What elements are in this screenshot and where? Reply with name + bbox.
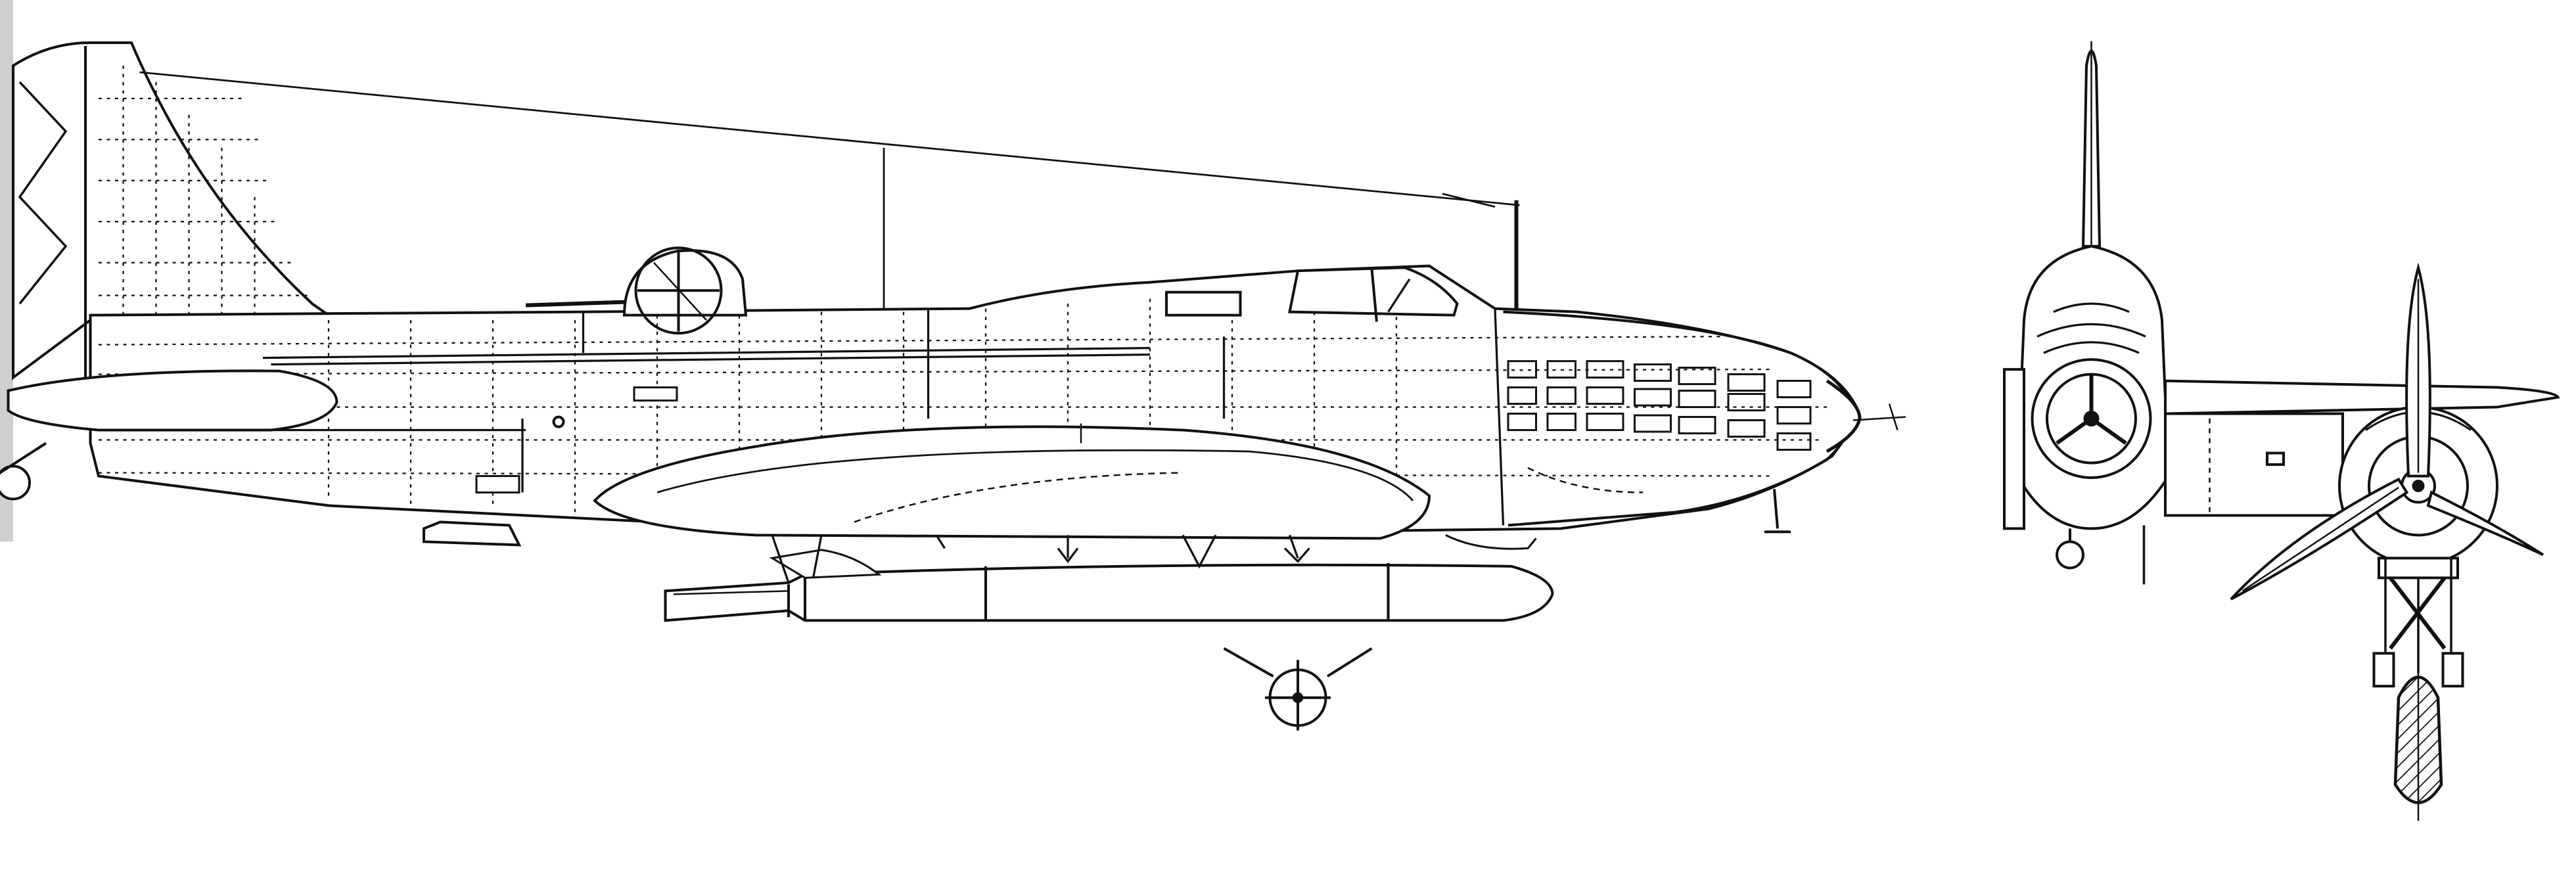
main-landing-gear: [2372, 557, 2464, 821]
antenna-wire: [139, 71, 1520, 312]
weapon-cross-section: [1223, 647, 1373, 731]
rivet: [552, 415, 565, 428]
ventral-step: [423, 520, 522, 547]
bomb-pylons: [771, 534, 1310, 584]
access-panel: [475, 474, 520, 493]
propeller-spinner: [1826, 379, 1862, 453]
cooling-vents: [1507, 360, 1812, 451]
front-wing-right: [2164, 379, 2560, 517]
rear-gunner-turret: [525, 246, 748, 335]
front-view: [2003, 41, 2560, 821]
pilot-canopy: [1165, 266, 1459, 322]
wing-fillet: [593, 423, 1431, 540]
access-panel: [633, 386, 678, 402]
torpedo: [664, 549, 1554, 622]
tail-wheel: [0, 442, 47, 501]
front-tail-wheel: [2056, 540, 2084, 570]
fuselage-structure: [99, 308, 1505, 526]
propeller-blades: [2230, 262, 2544, 601]
nose-strut: [1764, 489, 1791, 534]
side-view: [0, 0, 1906, 622]
scan-edge-shadow: [0, 0, 13, 542]
tail-fin: [12, 41, 333, 386]
front-wing-left: [2003, 368, 2025, 530]
engine-cowling: [1503, 310, 1858, 527]
front-engine-cowl: [2031, 302, 2152, 479]
horizontal-stabilizer: [7, 369, 338, 432]
